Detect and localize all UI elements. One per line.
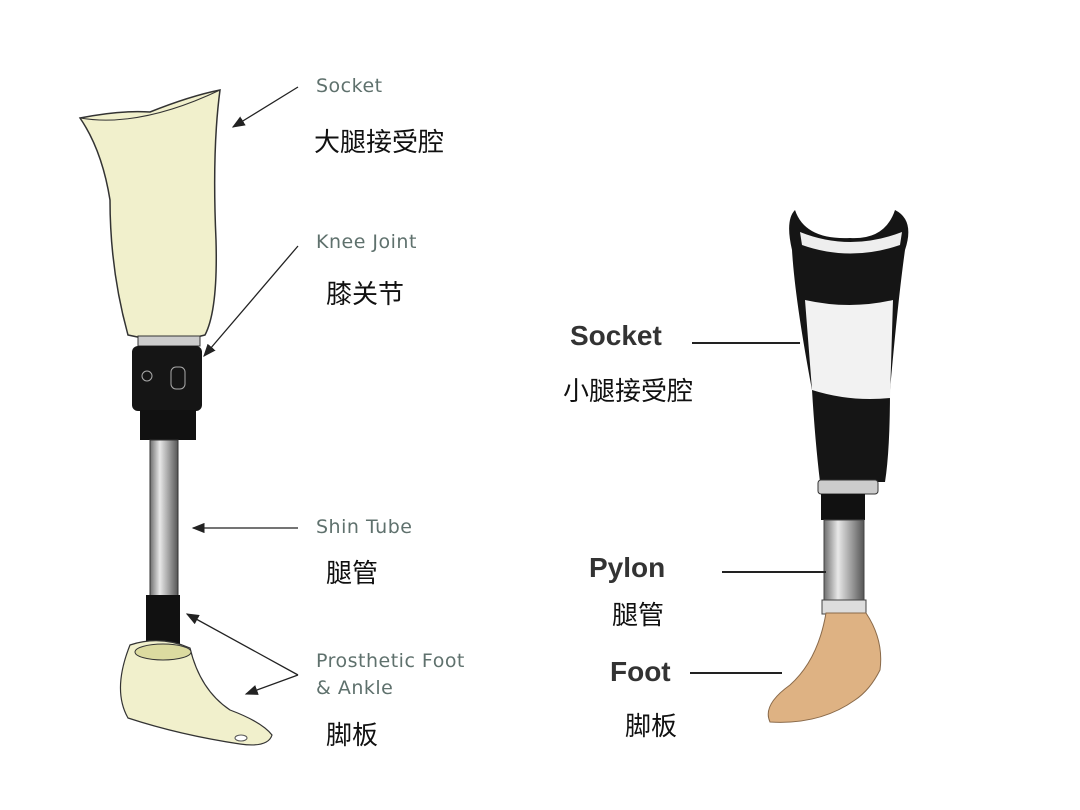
left-arrows xyxy=(185,86,299,695)
label-pylon-cn: 腿管 xyxy=(612,601,665,631)
shin-tube xyxy=(149,439,179,598)
thigh-socket xyxy=(78,89,221,341)
label-foot-en-2: & Ankle xyxy=(316,677,394,699)
right-prosthesis xyxy=(767,210,909,723)
knee-joint xyxy=(132,346,202,411)
label-foot-cn: 脚板 xyxy=(326,721,379,751)
foot xyxy=(767,612,882,723)
label-socket-cn: 大腿接受腔 xyxy=(314,128,445,158)
pylon xyxy=(823,519,865,603)
label-shin-cn: 腿管 xyxy=(326,559,379,589)
label-knee-cn: 膝关节 xyxy=(326,280,405,310)
label-foot-en-1: Prosthetic Foot xyxy=(316,650,465,672)
label-socket-en: Socket xyxy=(316,75,383,97)
label-foot-right-en: Foot xyxy=(610,656,671,687)
label-pylon-en: Pylon xyxy=(589,552,666,583)
label-shin-en: Shin Tube xyxy=(316,516,413,538)
label-knee-en: Knee Joint xyxy=(316,231,417,253)
label-socket-right-en: Socket xyxy=(570,320,662,351)
label-socket-right-cn: 小腿接受腔 xyxy=(563,377,694,407)
prosthetic-foot xyxy=(119,640,273,746)
right-lines xyxy=(690,342,826,674)
label-foot-right-cn: 脚板 xyxy=(625,712,678,742)
left-prosthesis xyxy=(78,89,273,746)
